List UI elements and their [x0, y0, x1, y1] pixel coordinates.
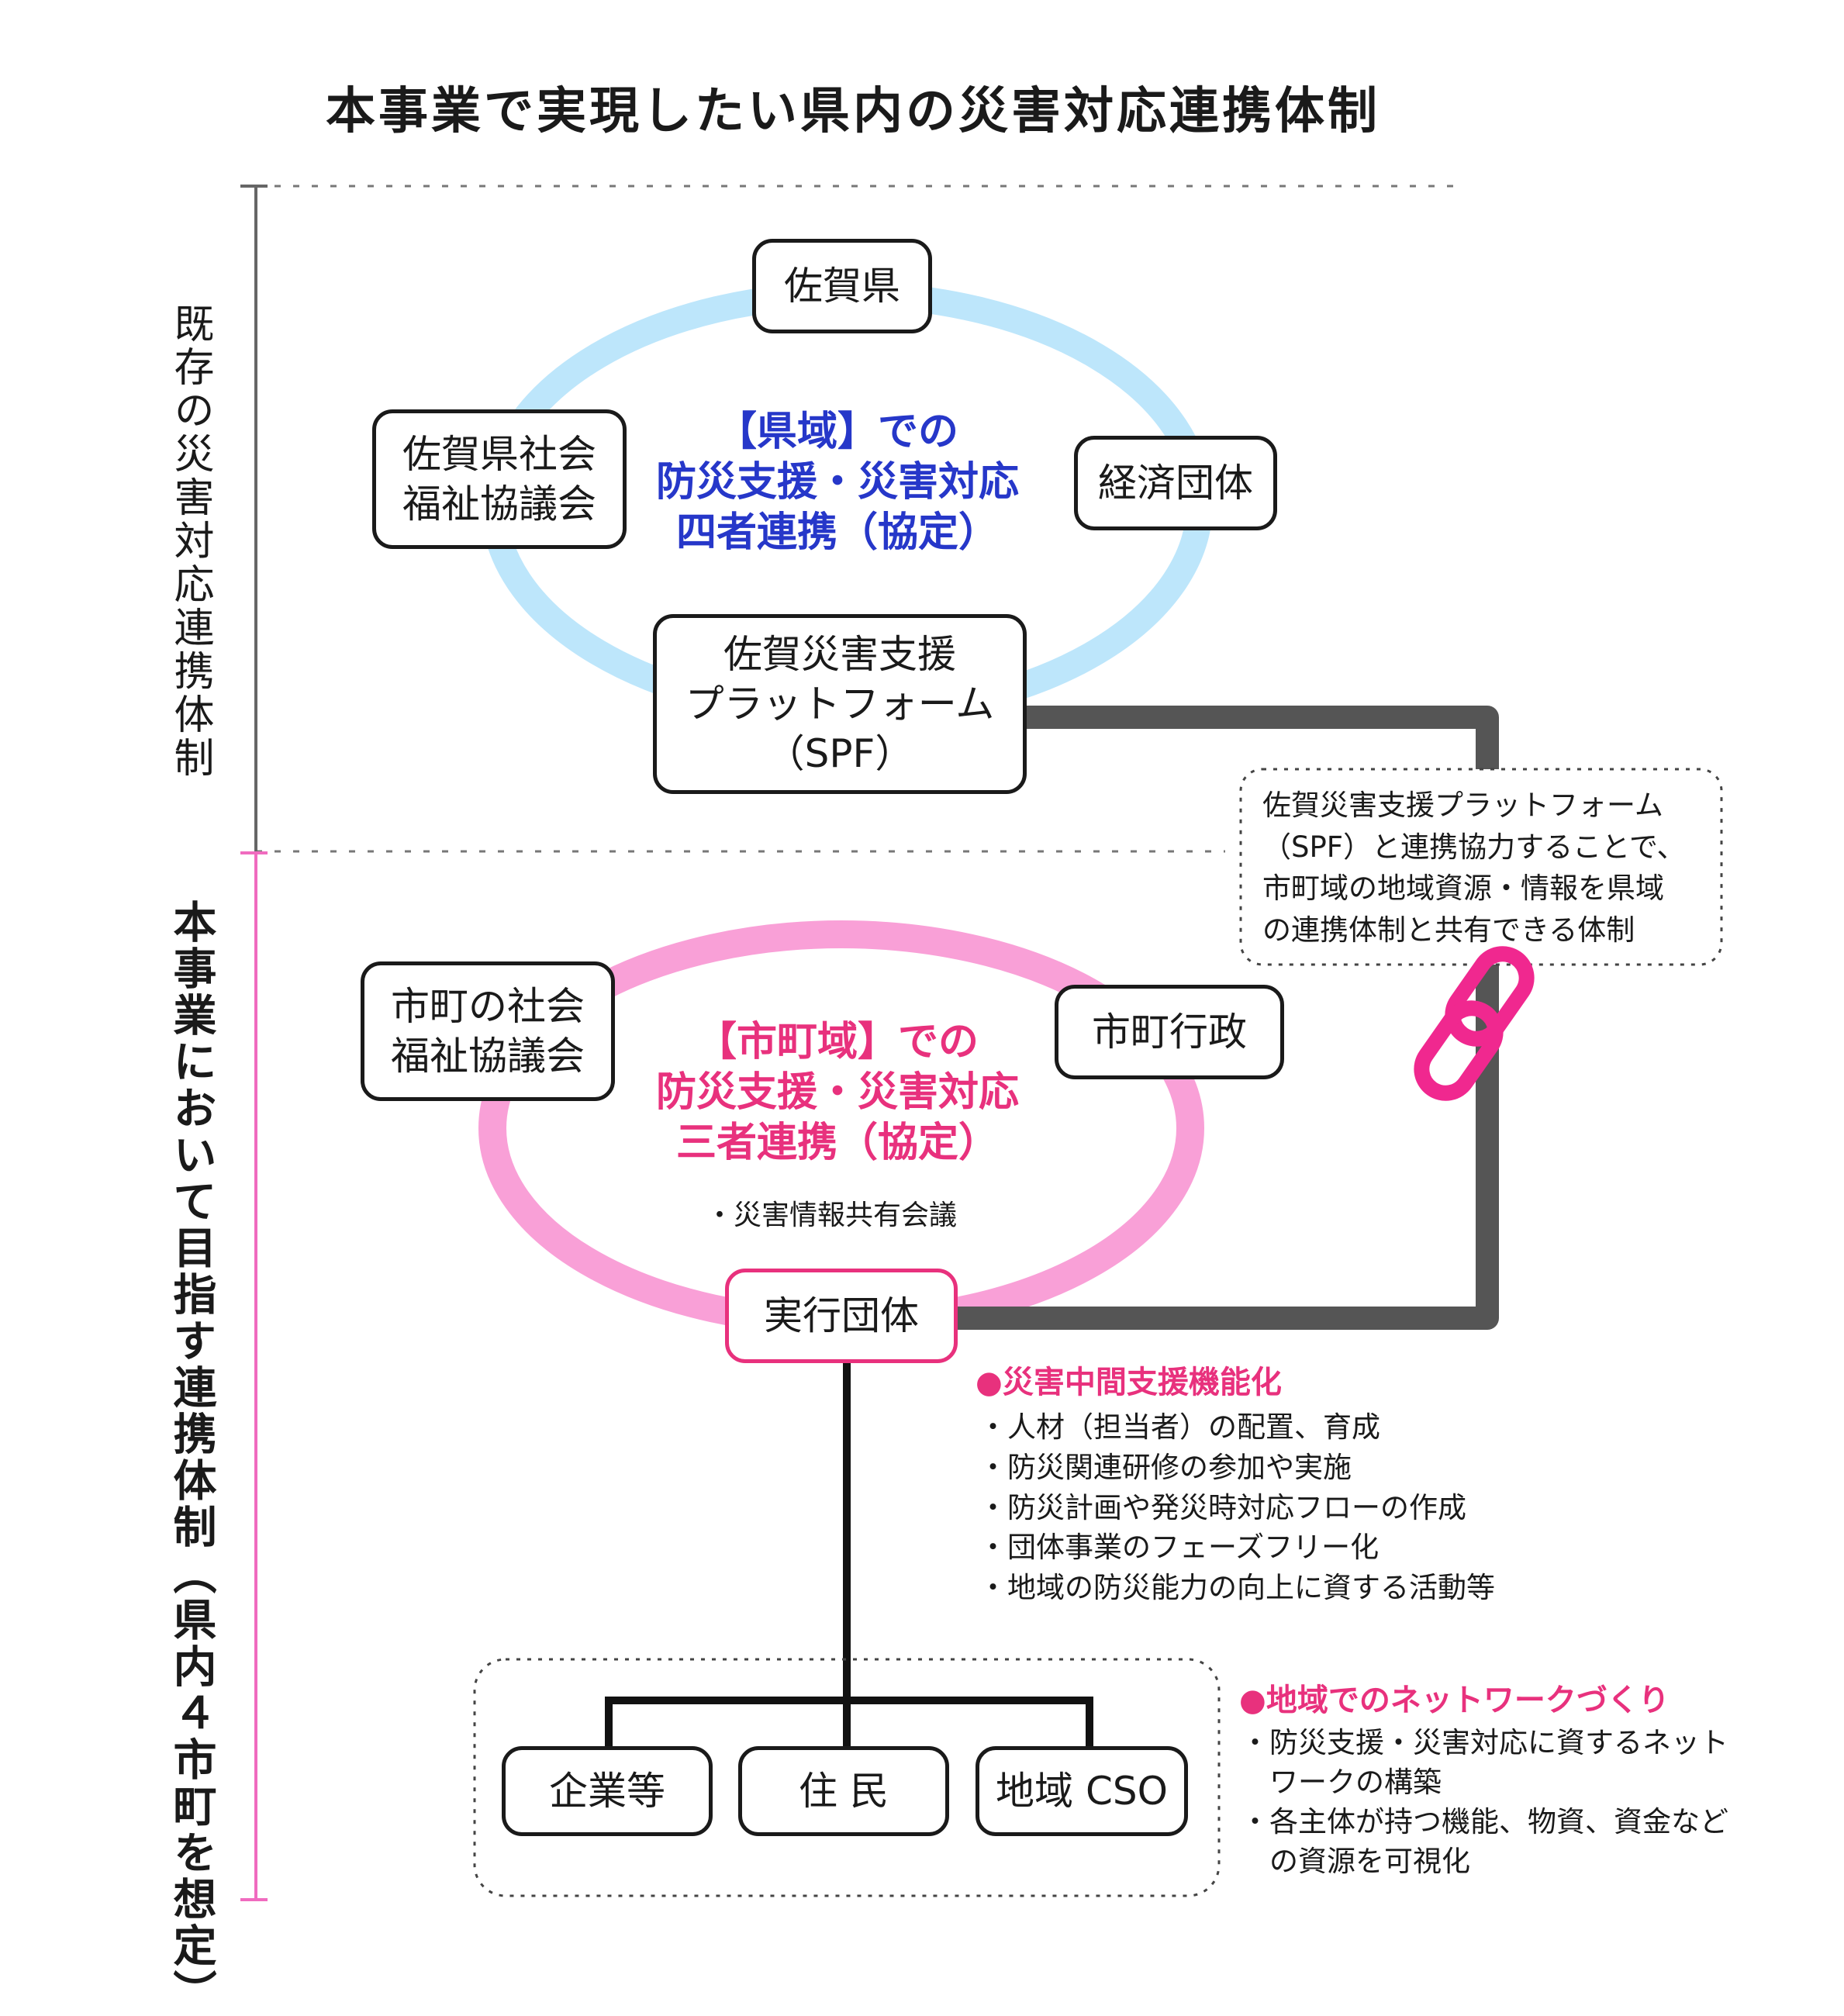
- list-item: ・防災支援・災害対応に資するネット: [1241, 1726, 1728, 1759]
- node-label: 市町の社会: [391, 984, 585, 1029]
- list-item: ・人材（担当者）の配置、育成: [979, 1410, 1380, 1444]
- node-label: 福祉協議会: [402, 482, 596, 526]
- center-line: 防災支援・災害対応: [655, 1069, 1019, 1116]
- intermediate-support-heading: ●災害中間支援機能化: [976, 1365, 1282, 1400]
- spf-note-outline: [1239, 768, 1723, 966]
- note-line: 市町域の地域資源・情報を県域: [1262, 872, 1664, 906]
- node-label: 福祉協議会: [391, 1034, 585, 1079]
- node-companies: 企業等: [502, 1746, 713, 1836]
- note-line: の連携体制と共有できる体制: [1262, 913, 1635, 947]
- node-residents: 住 民: [738, 1746, 949, 1836]
- node-executing-organization: 実行団体: [725, 1269, 958, 1363]
- node-saga-social-welfare-council: 佐賀県社会 福祉協議会: [372, 409, 627, 549]
- target-system-label: 本事業において目指す連携体制（県内４市町を想定）: [166, 899, 216, 2016]
- page-title: 本事業で実現したい県内の災害対応連携体制: [326, 83, 1380, 140]
- existing-system-label: 既存の災害対応連携体制: [167, 302, 213, 780]
- node-label: 住 民: [799, 1769, 889, 1814]
- center-line: 防災支援・災害対応: [655, 459, 1019, 506]
- node-label: 佐賀県: [784, 264, 900, 309]
- spf-note: 佐賀災害支援プラットフォーム （SPF）と連携協力することで、 市町域の地域資源…: [1262, 785, 1712, 951]
- node-label: 実行団体: [764, 1293, 919, 1338]
- note-line: （SPF）と連携協力することで、: [1262, 830, 1686, 864]
- node-label: プラットフォーム: [685, 682, 995, 727]
- node-label: 経済団体: [1098, 461, 1253, 506]
- intermediate-support-list: ・人材（担当者）の配置、育成 ・防災関連研修の参加や実施 ・防災計画や発災時対応…: [979, 1407, 1495, 1608]
- list-item: ・各主体が持つ機能、物資、資金など: [1241, 1805, 1728, 1839]
- node-label: 地域 CSO: [996, 1769, 1168, 1814]
- node-city-administration: 市町行政: [1055, 985, 1284, 1079]
- node-label: 企業等: [549, 1769, 665, 1814]
- network-outline: [473, 1658, 1221, 1897]
- node-label: （SPF）: [765, 731, 914, 776]
- node-label: 市町行政: [1092, 1010, 1247, 1055]
- center-line: 【市町域】での: [696, 1019, 979, 1065]
- note-line: 佐賀災害支援プラットフォーム: [1262, 789, 1663, 822]
- node-city-social-welfare-council: 市町の社会 福祉協議会: [361, 961, 615, 1101]
- node-local-cso: 地域 CSO: [976, 1746, 1188, 1836]
- network-list: ・防災支援・災害対応に資するネット ワークの構築 ・各主体が持つ機能、物資、資金…: [1241, 1723, 1728, 1881]
- list-item: ・団体事業のフェーズフリー化: [979, 1531, 1380, 1565]
- center-line: 【県域】での: [716, 409, 958, 455]
- municipal-sub-item: ・災害情報共有会議: [706, 1200, 958, 1231]
- node-label: 佐賀県社会: [402, 432, 596, 477]
- node-saga-prefecture: 佐賀県: [752, 239, 932, 333]
- center-line: 四者連携（協定）: [675, 509, 999, 556]
- prefecture-center-text: 【県域】での 防災支援・災害対応 四者連携（協定）: [620, 407, 1055, 558]
- list-item: ・防災計画や発災時対応フローの作成: [979, 1490, 1466, 1524]
- list-item: ・防災関連研修の参加や実施: [979, 1450, 1352, 1484]
- list-item: ・地域の防災能力の向上に資する活動等: [979, 1571, 1495, 1605]
- municipal-center-text: 【市町域】での 防災支援・災害対応 三者連携（協定）: [620, 1017, 1055, 1169]
- network-heading: ●地域でのネットワークづくり: [1239, 1683, 1670, 1718]
- node-spf: 佐賀災害支援 プラットフォーム （SPF）: [653, 614, 1027, 794]
- chain-link-icon: [1414, 946, 1535, 1101]
- center-line: 三者連携（協定）: [675, 1120, 999, 1166]
- list-item: ワークの構築: [1241, 1766, 1442, 1800]
- node-economic-organizations: 経済団体: [1074, 436, 1277, 530]
- node-label: 佐賀災害支援: [723, 632, 956, 677]
- list-item: の資源を可視化: [1241, 1845, 1470, 1879]
